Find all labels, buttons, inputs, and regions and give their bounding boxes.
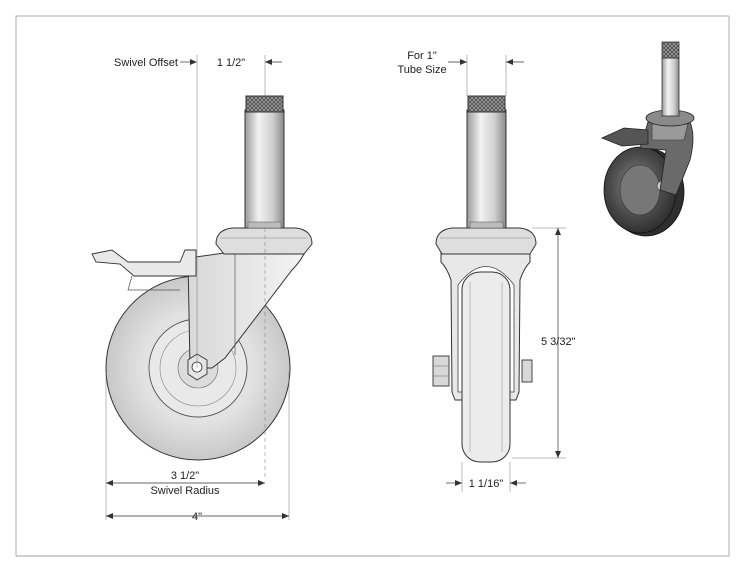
iso-stem <box>661 57 680 117</box>
tube-size-line2: Tube Size <box>397 64 446 76</box>
iso-brake <box>600 127 649 147</box>
swivel-offset-value: 1 1/2" <box>217 57 245 69</box>
front-stem-knurl <box>467 95 506 113</box>
front-view <box>432 55 537 463</box>
side-stem <box>244 109 285 229</box>
side-stem-knurl <box>245 95 284 113</box>
overall-height-value: 5 3/32" <box>541 336 576 348</box>
swivel-radius-label: Swivel Radius <box>150 485 220 497</box>
front-wheel <box>461 271 511 463</box>
swivel-radius-value: 3 1/2" <box>171 470 199 482</box>
side-swivel-head <box>215 227 313 255</box>
front-axle-bolt <box>432 355 450 387</box>
front-stem <box>466 109 507 229</box>
tube-size-line1: For 1" <box>407 50 437 62</box>
side-brake-lever <box>91 249 197 277</box>
front-dimensions: For 1" Tube Size 5 3/32" 1 1/16" <box>397 50 576 492</box>
sheet-border <box>15 15 730 557</box>
isometric-view <box>600 41 695 237</box>
front-swivel-head <box>435 227 537 255</box>
side-dimensions: Swivel Offset 1 1/2" 3 1/2" Swivel Radiu… <box>105 57 290 523</box>
swivel-offset-label: Swivel Offset <box>114 57 178 69</box>
side-view <box>91 55 313 478</box>
wheel-diameter-value: 4" <box>192 511 202 523</box>
wheel-width-value: 1 1/16" <box>469 478 504 490</box>
